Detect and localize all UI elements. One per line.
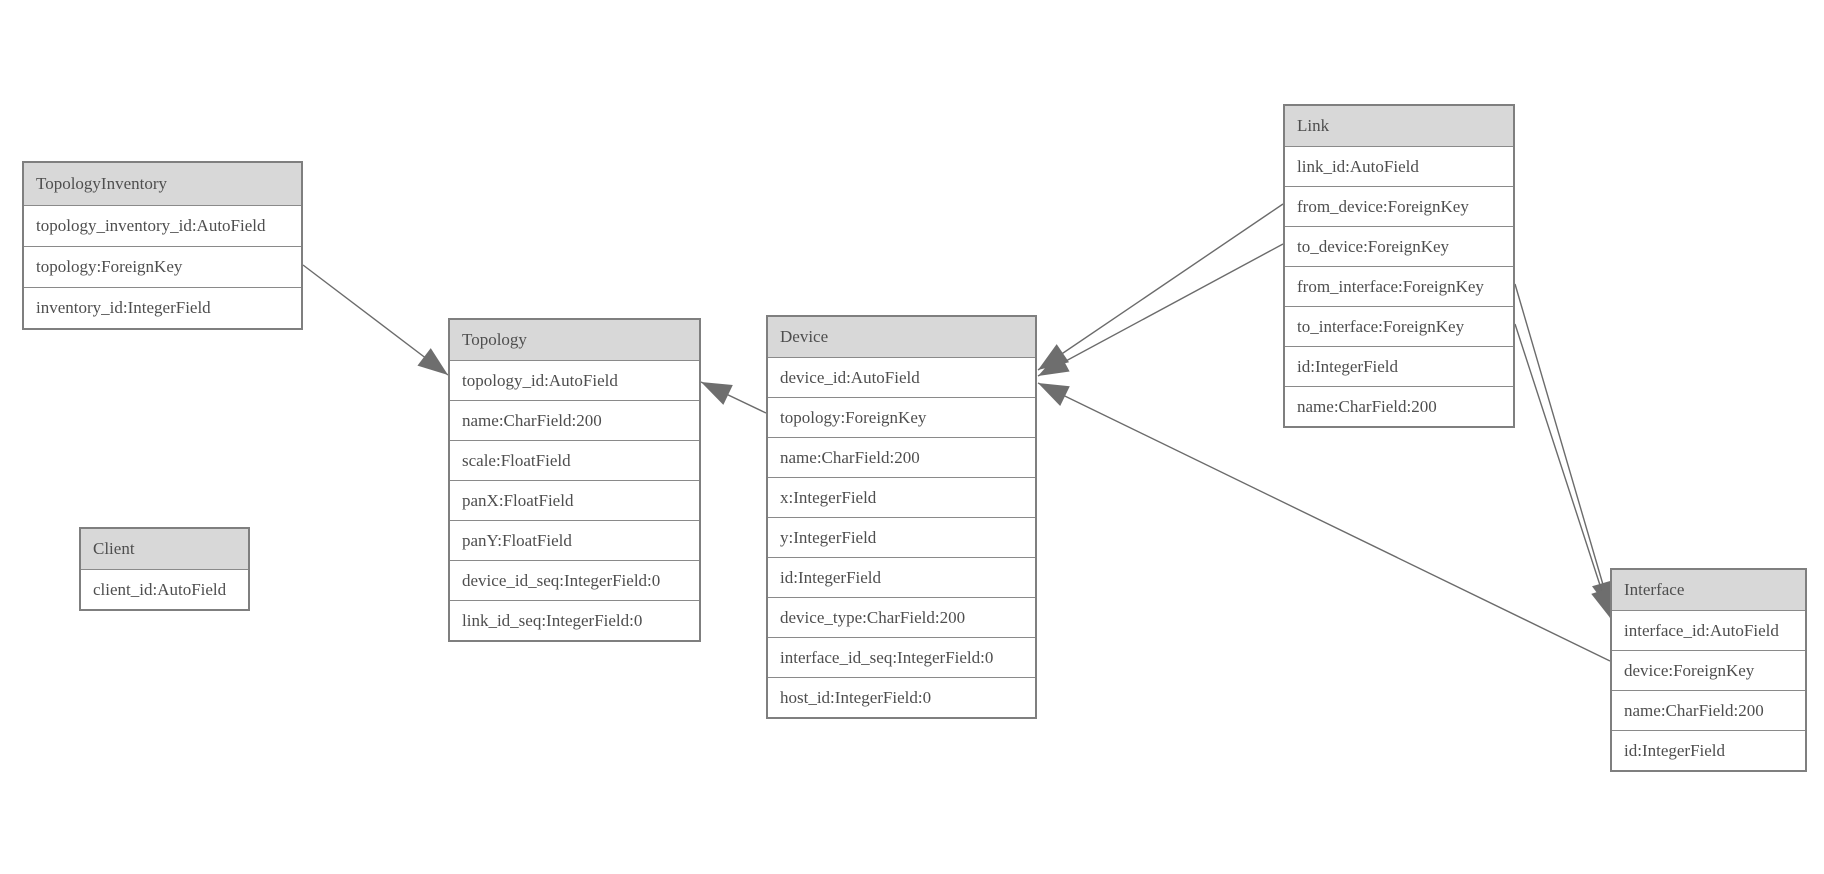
entity-client: Client client_id:AutoField <box>79 527 250 611</box>
entity-title-client: Client <box>81 529 248 569</box>
entity-field: topology:ForeignKey <box>768 397 1035 437</box>
entity-field: inventory_id:IntegerField <box>24 287 301 328</box>
relation-link-from-device-to-device <box>1037 203 1284 371</box>
entity-field: interface_id:AutoField <box>1612 610 1805 650</box>
relation-interface-device-to-device <box>1037 382 1611 662</box>
entity-field: device_id:AutoField <box>768 357 1035 397</box>
entity-field: topology:ForeignKey <box>24 246 301 287</box>
entity-field: to_device:ForeignKey <box>1285 226 1513 266</box>
entity-field: topology_id:AutoField <box>450 360 699 400</box>
relation-device-topology-to-topology <box>700 381 767 414</box>
entity-title-topology-inventory: TopologyInventory <box>24 163 301 205</box>
entity-field: name:CharField:200 <box>450 400 699 440</box>
entity-title-interface: Interface <box>1612 570 1805 610</box>
entity-field: link_id:AutoField <box>1285 146 1513 186</box>
entity-field: to_interface:ForeignKey <box>1285 306 1513 346</box>
entity-field: link_id_seq:IntegerField:0 <box>450 600 699 640</box>
entity-field: name:CharField:200 <box>1612 690 1805 730</box>
entity-field: panX:FloatField <box>450 480 699 520</box>
entity-field: scale:FloatField <box>450 440 699 480</box>
entity-field: x:IntegerField <box>768 477 1035 517</box>
relation-link-to-interface-to-interface <box>1514 323 1613 620</box>
entity-field: name:CharField:200 <box>1285 386 1513 426</box>
entity-title-link: Link <box>1285 106 1513 146</box>
relation-link-to-device-to-device <box>1037 243 1284 377</box>
entity-field: from_device:ForeignKey <box>1285 186 1513 226</box>
entity-field: host_id:IntegerField:0 <box>768 677 1035 717</box>
relation-link-from-interface-to-interface <box>1514 283 1614 613</box>
entity-field: id:IntegerField <box>768 557 1035 597</box>
entity-field: topology_inventory_id:AutoField <box>24 205 301 246</box>
entity-field: from_interface:ForeignKey <box>1285 266 1513 306</box>
entity-field: y:IntegerField <box>768 517 1035 557</box>
entity-field: device_type:CharField:200 <box>768 597 1035 637</box>
entity-field: id:IntegerField <box>1612 730 1805 770</box>
entity-field: device_id_seq:IntegerField:0 <box>450 560 699 600</box>
relation-topology-inventory-topology-to-topology <box>302 264 449 376</box>
entity-field: id:IntegerField <box>1285 346 1513 386</box>
entity-title-device: Device <box>768 317 1035 357</box>
entity-topology-inventory: TopologyInventory topology_inventory_id:… <box>22 161 303 330</box>
entity-field: name:CharField:200 <box>768 437 1035 477</box>
entity-field: device:ForeignKey <box>1612 650 1805 690</box>
entity-field: client_id:AutoField <box>81 569 248 609</box>
entity-title-topology: Topology <box>450 320 699 360</box>
entity-field: panY:FloatField <box>450 520 699 560</box>
entity-field: interface_id_seq:IntegerField:0 <box>768 637 1035 677</box>
